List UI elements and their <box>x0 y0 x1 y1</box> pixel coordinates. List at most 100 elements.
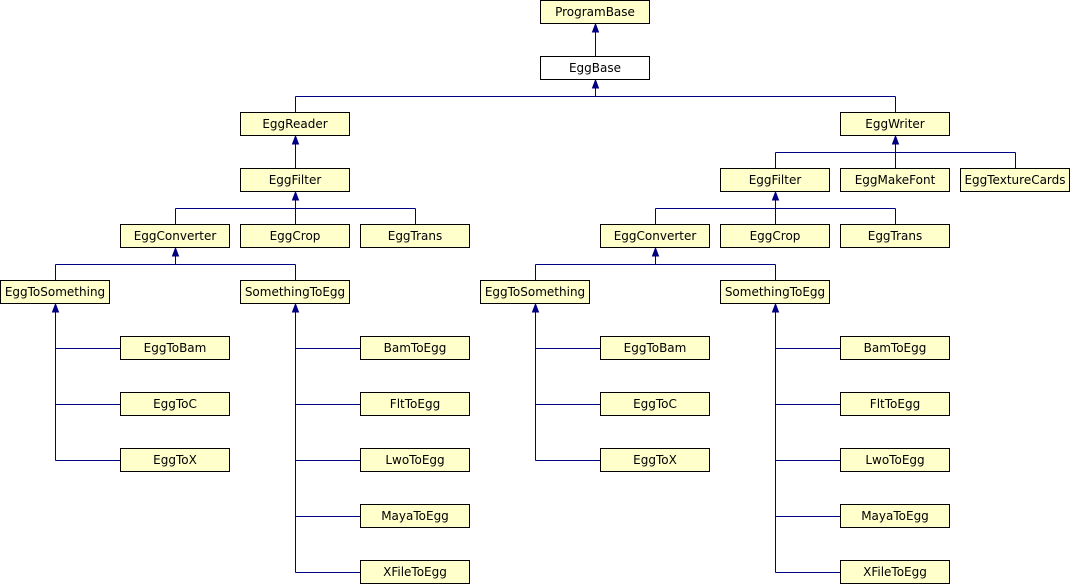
class-node-egg-to-something-right[interactable]: EggToSomething <box>480 280 590 304</box>
edge-egg-filter-left-arrow-head <box>291 190 300 201</box>
edge-egg-converter-right-arrow-head <box>651 246 660 257</box>
class-box <box>120 392 230 416</box>
class-label: EggToC <box>633 397 677 411</box>
class-node-egg-make-font[interactable]: EggMakeFont <box>840 168 950 192</box>
class-label: LwoToEgg <box>385 453 444 467</box>
class-box <box>240 112 350 136</box>
edge-egg-converter-left-arrow-head <box>171 246 180 257</box>
class-label: EggWriter <box>865 117 924 131</box>
class-box <box>240 280 350 304</box>
class-label: SomethingToEgg <box>245 285 345 299</box>
class-node-maya-to-egg-left[interactable]: MayaToEgg <box>360 504 470 528</box>
class-node-egg-to-x-right[interactable]: EggToX <box>600 448 710 472</box>
class-label: EggToSomething <box>485 285 585 299</box>
class-box <box>840 504 950 528</box>
class-node-egg-base[interactable]: EggBase <box>540 56 650 80</box>
class-label: EggToX <box>633 453 677 467</box>
class-node-xfile-to-egg-left[interactable]: XFileToEgg <box>360 560 470 584</box>
edge-egg-base-arrow-head <box>591 78 600 89</box>
class-node-egg-to-x-left[interactable]: EggToX <box>120 448 230 472</box>
class-label: EggFilter <box>749 173 802 187</box>
class-node-egg-trans-right[interactable]: EggTrans <box>840 224 950 248</box>
class-node-egg-trans-left[interactable]: EggTrans <box>360 224 470 248</box>
class-label: XFileToEgg <box>863 565 927 579</box>
class-node-egg-crop-right[interactable]: EggCrop <box>720 224 830 248</box>
edge-egg-filter-right-arrow-head <box>771 190 780 201</box>
class-label: SomethingToEgg <box>725 285 825 299</box>
class-node-egg-to-something-left[interactable]: EggToSomething <box>0 280 110 304</box>
class-node-egg-to-bam-left[interactable]: EggToBam <box>120 336 230 360</box>
class-box <box>360 448 470 472</box>
class-box <box>840 112 950 136</box>
class-node-egg-filter-left[interactable]: EggFilter <box>240 168 350 192</box>
edge-something-to-egg-left-arrow-head <box>291 302 300 313</box>
class-node-lwo-to-egg-right[interactable]: LwoToEgg <box>840 448 950 472</box>
class-label: EggToC <box>153 397 197 411</box>
edge-egg-to-something-left-arrow-head <box>51 302 60 313</box>
edge-egg-to-something-right-arrow-head <box>531 302 540 313</box>
class-box <box>840 336 950 360</box>
class-node-program-base[interactable]: ProgramBase <box>540 0 650 24</box>
class-node-maya-to-egg-right[interactable]: MayaToEgg <box>840 504 950 528</box>
class-label: EggBase <box>569 61 621 75</box>
class-label: ProgramBase <box>555 5 635 19</box>
class-node-xfile-to-egg-right[interactable]: XFileToEgg <box>840 560 950 584</box>
class-label: EggCrop <box>270 229 321 243</box>
class-label: EggConverter <box>134 229 217 243</box>
class-box <box>600 448 710 472</box>
class-label: EggTrans <box>388 229 443 243</box>
class-node-lwo-to-egg-left[interactable]: LwoToEgg <box>360 448 470 472</box>
class-label: MayaToEgg <box>381 509 449 523</box>
class-label: FltToEgg <box>870 397 920 411</box>
class-box <box>840 168 950 192</box>
class-label: BamToEgg <box>384 341 447 355</box>
class-box <box>540 56 650 80</box>
class-box <box>720 280 830 304</box>
class-box <box>120 224 230 248</box>
class-node-egg-texture-cards[interactable]: EggTextureCards <box>960 168 1070 192</box>
class-node-something-to-egg-left[interactable]: SomethingToEgg <box>240 280 350 304</box>
edge-egg-reader-arrow-head <box>291 134 300 145</box>
class-node-egg-converter-right[interactable]: EggConverter <box>600 224 710 248</box>
class-node-flt-to-egg-right[interactable]: FltToEgg <box>840 392 950 416</box>
class-label: EggReader <box>262 117 327 131</box>
class-label: BamToEgg <box>864 341 927 355</box>
edge-something-to-egg-right-arrow-head <box>771 302 780 313</box>
class-node-egg-to-c-left[interactable]: EggToC <box>120 392 230 416</box>
class-node-egg-converter-left[interactable]: EggConverter <box>120 224 230 248</box>
class-node-bam-to-egg-right[interactable]: BamToEgg <box>840 336 950 360</box>
class-node-bam-to-egg-left[interactable]: BamToEgg <box>360 336 470 360</box>
class-label: EggToSomething <box>5 285 105 299</box>
class-label: EggMakeFont <box>855 173 936 187</box>
class-label: MayaToEgg <box>861 509 929 523</box>
class-box <box>600 336 710 360</box>
class-node-flt-to-egg-left[interactable]: FltToEgg <box>360 392 470 416</box>
class-node-egg-filter-right[interactable]: EggFilter <box>720 168 830 192</box>
class-box <box>360 392 470 416</box>
edge-egg-writer-arrow-head <box>891 134 900 145</box>
class-label: LwoToEgg <box>865 453 924 467</box>
class-label: EggToX <box>153 453 197 467</box>
class-box <box>540 0 650 24</box>
class-box <box>120 448 230 472</box>
class-label: EggTextureCards <box>964 173 1065 187</box>
class-node-egg-to-bam-right[interactable]: EggToBam <box>600 336 710 360</box>
class-box <box>240 168 350 192</box>
class-node-egg-crop-left[interactable]: EggCrop <box>240 224 350 248</box>
class-node-egg-reader[interactable]: EggReader <box>240 112 350 136</box>
class-node-egg-writer[interactable]: EggWriter <box>840 112 950 136</box>
class-box <box>360 224 470 248</box>
class-label: EggFilter <box>269 173 322 187</box>
class-box <box>600 392 710 416</box>
class-box <box>240 224 350 248</box>
class-label: EggConverter <box>614 229 697 243</box>
class-label: EggToBam <box>624 341 687 355</box>
class-box <box>360 336 470 360</box>
class-box <box>840 448 950 472</box>
class-label: FltToEgg <box>390 397 440 411</box>
class-node-something-to-egg-right[interactable]: SomethingToEgg <box>720 280 830 304</box>
edge-program-base-arrow-head <box>591 22 600 33</box>
class-node-egg-to-c-right[interactable]: EggToC <box>600 392 710 416</box>
